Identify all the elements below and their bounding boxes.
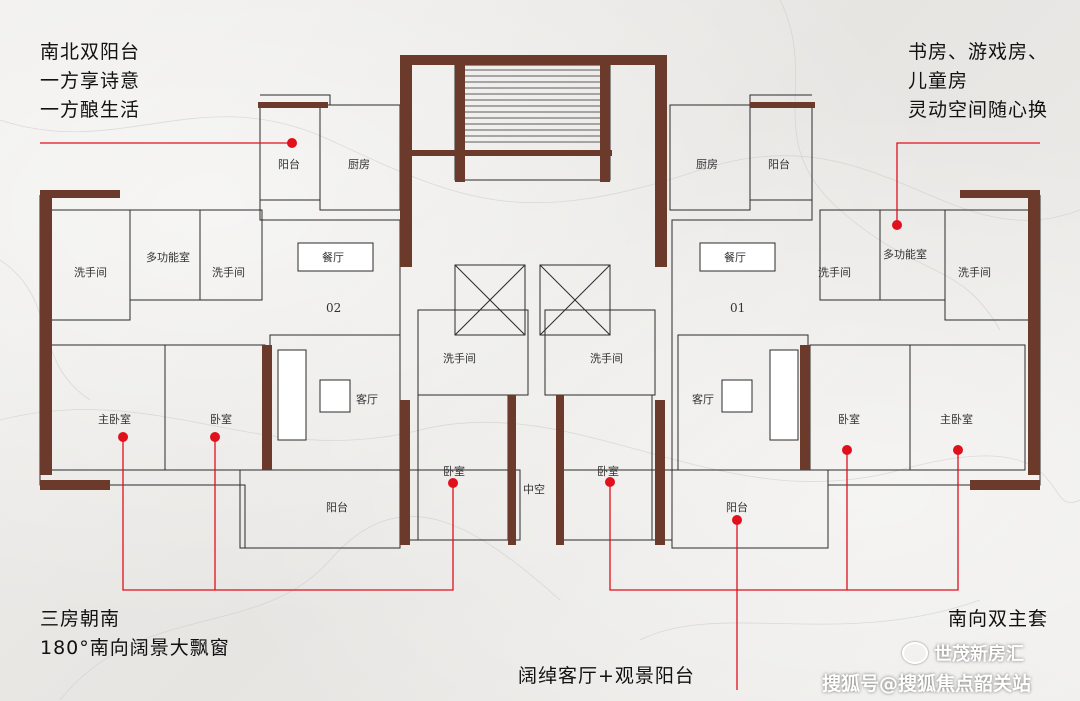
callout-bottom-right: 南向双主套 xyxy=(948,605,1048,634)
callout-line-bottom-right xyxy=(609,450,959,591)
label-bedroom-right: 卧室 xyxy=(838,412,860,426)
callout-top-left: 南北双阳台 一方享诗意 一方酿生活 xyxy=(40,38,140,125)
callout-top-left-line-3: 一方酿生活 xyxy=(40,99,141,121)
callout-top-left-line-2: 一方享诗意 xyxy=(40,70,141,92)
callout-bottom-left: 三房朝南 180°南向阔景大飘窗 xyxy=(40,605,230,663)
label-wash-center-left: 洗手间 xyxy=(443,351,476,365)
label-wash-right-1: 洗手间 xyxy=(818,265,851,279)
callout-line-top-right xyxy=(896,142,1040,225)
label-unit-left: 02 xyxy=(326,301,341,315)
label-bedroom-center-right: 卧室 xyxy=(597,464,619,478)
callout-bottom-right-line-1: 南向双主套 xyxy=(947,608,1048,630)
label-balcony-right: 阳台 xyxy=(768,157,790,171)
marker-bedroom-left xyxy=(210,432,220,442)
wechat-icon xyxy=(902,642,928,664)
label-dining-left: 餐厅 xyxy=(322,250,344,264)
label-bedroom-center-left: 卧室 xyxy=(443,464,465,478)
marker-master-right xyxy=(953,445,963,455)
outline-right-unit xyxy=(557,94,1041,549)
label-living-right: 客厅 xyxy=(692,392,714,406)
label-balcony-bottom-right: 阳台 xyxy=(726,500,748,514)
label-master-left: 主卧室 xyxy=(98,412,131,426)
marker-master-left xyxy=(118,432,128,442)
label-wash-right-2: 洗手间 xyxy=(958,265,991,279)
label-wash-left-1: 洗手间 xyxy=(74,265,107,279)
label-unit-right: 01 xyxy=(730,301,745,315)
callout-top-right-line-3: 灵动空间随心换 xyxy=(907,99,1048,121)
label-multi-left: 多功能室 xyxy=(146,250,190,264)
label-balcony-left: 阳台 xyxy=(278,157,300,171)
callout-bottom-center-line-1: 阔绰客厅+观景阳台 xyxy=(518,665,695,687)
label-living-left: 客厅 xyxy=(356,392,378,406)
callout-top-left-line-1: 南北双阳台 xyxy=(40,41,141,63)
marker-balcony-left xyxy=(287,138,297,148)
marker-bedroom-right xyxy=(842,445,852,455)
marker-bedroom-center-left xyxy=(448,478,458,488)
watermark-badge: 世茂新房汇 xyxy=(902,640,1024,666)
callout-bottom-left-line-1: 三房朝南 xyxy=(40,608,121,630)
callout-bottom-left-line-2: 180°南向阔景大飘窗 xyxy=(40,637,230,659)
label-multi-right: 多功能室 xyxy=(883,247,927,261)
marker-bedroom-center-right xyxy=(605,477,615,487)
marker-multi-room xyxy=(892,220,902,230)
label-kitchen-right: 厨房 xyxy=(696,158,718,171)
label-master-right: 主卧室 xyxy=(940,412,973,426)
label-dining-right: 餐厅 xyxy=(724,250,746,264)
watermark-source: 搜狐号@搜狐焦点韶关站 xyxy=(822,673,1032,695)
label-kitchen-left: 厨房 xyxy=(348,158,370,171)
label-bedroom-left: 卧室 xyxy=(210,412,232,426)
label-balcony-bottom-left: 阳台 xyxy=(326,500,348,514)
watermark-badge-text: 世茂新房汇 xyxy=(934,644,1024,665)
marker-balcony-right xyxy=(732,515,742,525)
callout-line-bottom-left xyxy=(122,437,454,591)
callout-top-right: 书房、游戏房、 儿童房 灵动空间随心换 xyxy=(908,38,1048,125)
callout-bottom-center: 阔绰客厅+观景阳台 xyxy=(518,662,695,691)
callout-top-right-line-1: 书房、游戏房、 xyxy=(907,41,1048,63)
label-void: 中空 xyxy=(523,482,545,496)
label-wash-center-right: 洗手间 xyxy=(590,351,623,365)
label-wash-left-2: 洗手间 xyxy=(212,265,245,279)
callout-top-right-line-2: 儿童房 xyxy=(907,70,968,92)
